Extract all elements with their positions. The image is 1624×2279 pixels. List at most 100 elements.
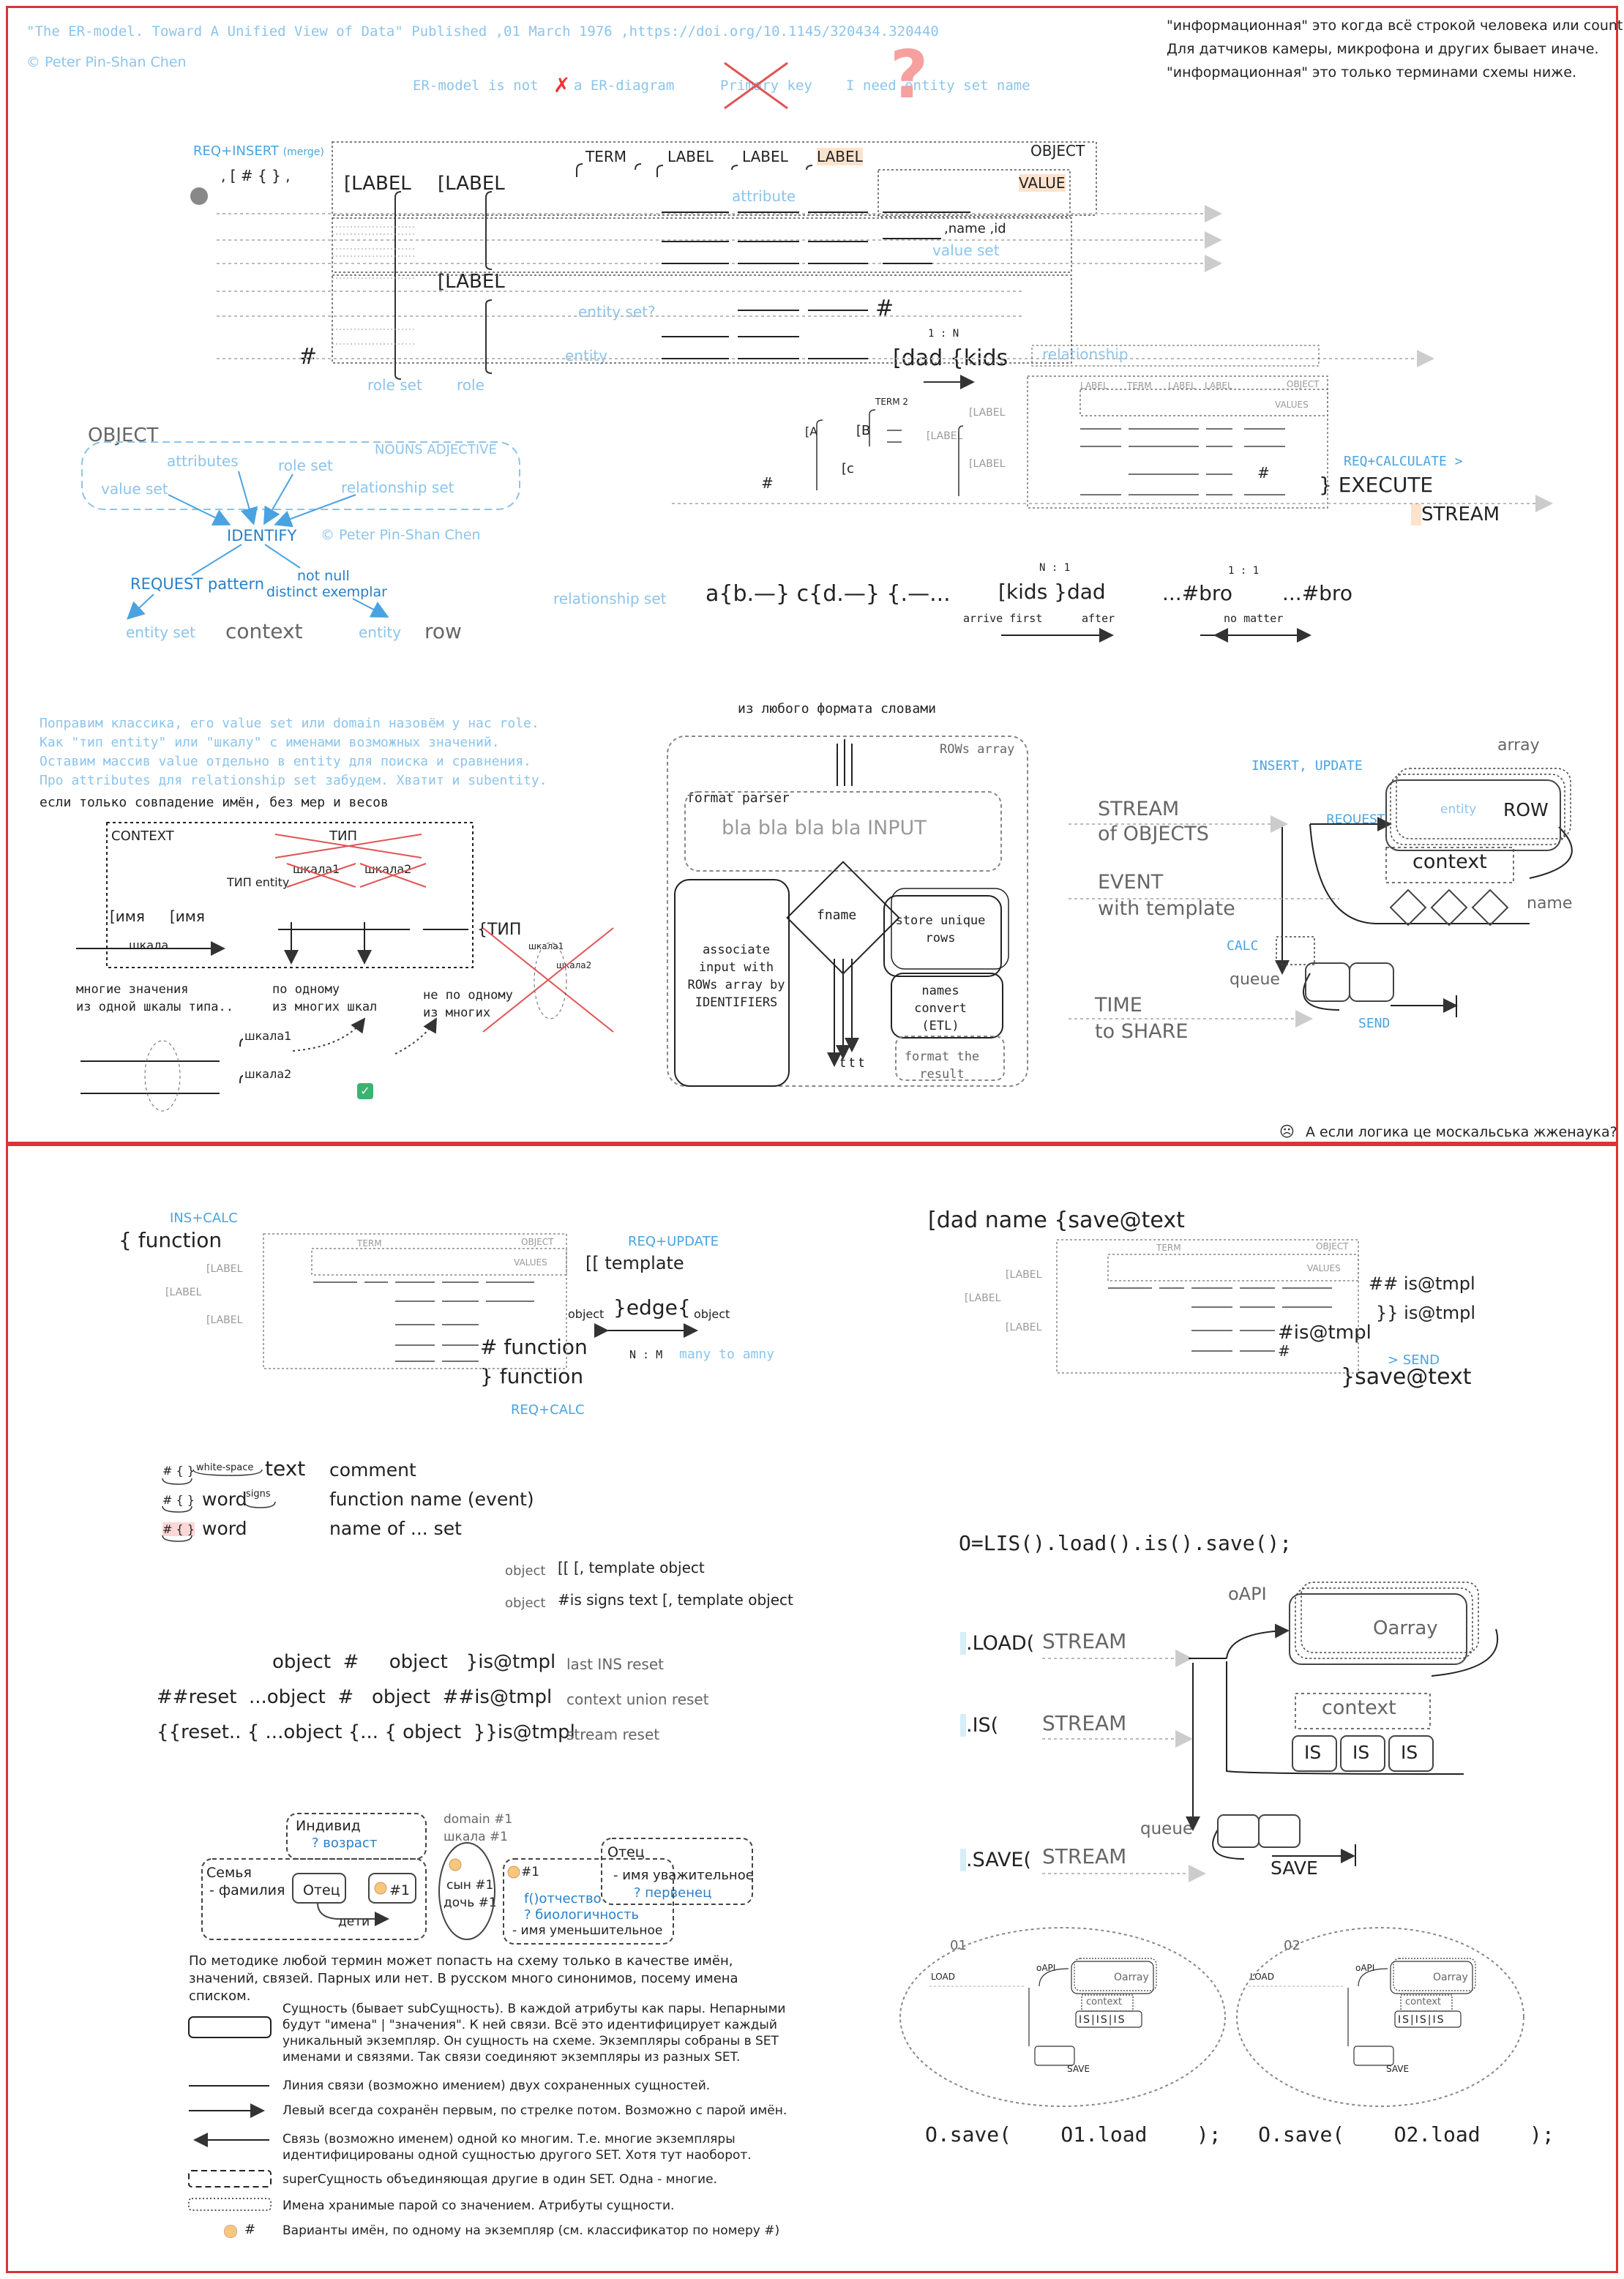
exec-label-3: [LABEL	[969, 458, 1006, 470]
br-table	[1056, 1239, 1359, 1374]
queue-label-2: queue	[1140, 1819, 1194, 1838]
bl-label-3: [LABEL	[206, 1314, 243, 1326]
mini-oarray-2: Oarray	[1433, 1972, 1468, 1983]
reset-desc-2: context union reset	[566, 1691, 709, 1708]
first-label: ? первенец	[634, 1885, 712, 1901]
arrive-first: arrive first	[963, 612, 1043, 625]
row-word: row	[424, 619, 462, 643]
syntax-signs: signs	[246, 1489, 271, 1500]
store-label: store unique rows	[895, 913, 986, 946]
event-label: EVENT	[1098, 871, 1164, 894]
insert-update: INSERT, UPDATE	[1251, 758, 1363, 774]
br-object: OBJECT	[1316, 1241, 1349, 1251]
entity-set-label: entity set	[126, 624, 195, 641]
role-label: role	[457, 376, 484, 394]
bottom-shkala1: шкала1	[244, 1029, 292, 1043]
o2-label: 02	[1284, 1938, 1301, 1953]
value-label: VALUE	[1019, 174, 1066, 192]
n-to-1: N : 1	[1039, 562, 1071, 574]
lis-boxes	[1217, 1582, 1479, 1848]
name-id-label: ,name ,id	[944, 221, 1006, 236]
bl-values: VALUES	[514, 1257, 547, 1268]
term2-label: TERM 2	[875, 397, 909, 407]
imya-1: [имя	[110, 908, 145, 925]
hash-mark-4: #	[1257, 464, 1270, 482]
legend-names: Имена хранимые парой со значением. Атриб…	[282, 2198, 675, 2213]
exec-l2: LABEL	[1168, 381, 1196, 391]
final-code: O.save( O1.load ); O.save( O2.load );	[925, 2122, 1554, 2147]
role-set-label-2: role set	[278, 457, 333, 474]
lis-lines	[1186, 1623, 1498, 1866]
caption-3a: не по одному	[423, 988, 513, 1003]
caption-2a: по одному	[272, 982, 340, 997]
store-box-shadow	[891, 888, 1009, 970]
legend-arrow: Левый всегда сохранён первым, по стрелке…	[282, 2103, 787, 2118]
bottom-shkala2: шкала2	[244, 1067, 292, 1081]
footnote: А если логика це москальська жженаука?	[1306, 1124, 1617, 1140]
code-line: O=LIS().load().is().save();	[959, 1531, 1292, 1555]
attributes-label: attributes	[167, 452, 239, 470]
legend-variants: Варианты имён, по одному на экземпляр (с…	[282, 2223, 780, 2238]
reset-desc-3: stream reset	[566, 1726, 660, 1743]
dimin-label: - имя уменьшительное	[512, 1923, 663, 1938]
h-mark: #	[1278, 1342, 1290, 1360]
tip-crossed: ТИП	[329, 828, 357, 844]
to-share-label: to SHARE	[1095, 1020, 1189, 1043]
stream-2: STREAM	[1042, 1711, 1127, 1735]
entity-label: entity	[565, 347, 608, 364]
dad-name-save: [dad name {save@text	[928, 1208, 1185, 1233]
reset-row-3: {{reset.. { ...object {... { object }}is…	[157, 1721, 575, 1743]
b-bracket: [B	[856, 423, 871, 438]
relationship-sequence: a{b.—} c{d.—} {.—...	[706, 581, 951, 607]
distinct-exemplar: distinct exemplar	[266, 584, 387, 600]
label-3: LABEL	[817, 148, 863, 165]
age-label: ? возраст	[312, 1835, 378, 1851]
stream-boxes	[1276, 768, 1571, 1002]
with-template-label: with template	[1098, 897, 1235, 920]
context-heading: если только совпадение имён, без мер и в…	[40, 795, 389, 810]
after-label: after	[1082, 612, 1115, 625]
bracket-symbols: , [ # { } ,	[221, 167, 291, 184]
hash-function: # function	[480, 1335, 588, 1359]
identify-label: IDENTIFY	[227, 527, 297, 545]
family-dot-2	[449, 1858, 462, 1871]
stream-flows	[1275, 817, 1573, 1017]
object-cloud	[81, 441, 520, 510]
note-entity-set-name: I need entity set name	[846, 78, 1030, 94]
br-cells	[1108, 1287, 1332, 1352]
term-label: TERM	[585, 148, 627, 165]
result-box	[895, 1036, 1005, 1081]
is-box-1-label: IS	[1304, 1742, 1322, 1763]
bl-table	[263, 1233, 567, 1369]
syntax-sym-3: # { }	[162, 1522, 195, 1536]
edge-object-r: object	[694, 1307, 730, 1321]
syntax-text: text	[265, 1456, 306, 1481]
syntax-fn-name: function name (event)	[329, 1489, 534, 1510]
context-lines	[76, 922, 468, 1094]
mini-is-1: IS|IS|IS	[1079, 2014, 1126, 2026]
mini-diagram-1	[929, 1958, 1157, 2066]
context-word: context	[225, 619, 303, 643]
send-label-2: > SEND	[1388, 1352, 1440, 1368]
req-insert-label: REQ+INSERT (merge)	[193, 143, 324, 159]
label-c: [LABEL	[438, 271, 505, 293]
imya-2: [имя	[170, 908, 205, 925]
array-label: array	[1497, 736, 1540, 755]
shk-2: шкала2	[556, 960, 592, 970]
reset-row-2: ##reset ...object # object ##is@tmpl	[157, 1686, 553, 1708]
execute-table	[1027, 375, 1328, 509]
calc-label: CALC	[1227, 938, 1259, 954]
context-ellipse-2	[534, 942, 567, 1019]
note-primary-key: Primary key	[720, 78, 812, 94]
object-label: OBJECT	[1030, 142, 1085, 160]
n-to-m: N : M	[629, 1348, 663, 1361]
legend-one-many: Связь (возможно именем) одной ко многим.…	[282, 2132, 752, 2163]
top-panel	[6, 6, 1618, 1144]
req-update: REQ+UPDATE	[628, 1234, 719, 1249]
br-label-1: [LABEL	[1006, 1269, 1042, 1281]
mini-oapi-2: oAPI	[1355, 1963, 1375, 1973]
label-b: [LABEL	[438, 173, 505, 195]
family-shapes	[201, 1813, 753, 1945]
format-parser-box	[684, 791, 1002, 872]
o1-label: 01	[950, 1938, 967, 1953]
